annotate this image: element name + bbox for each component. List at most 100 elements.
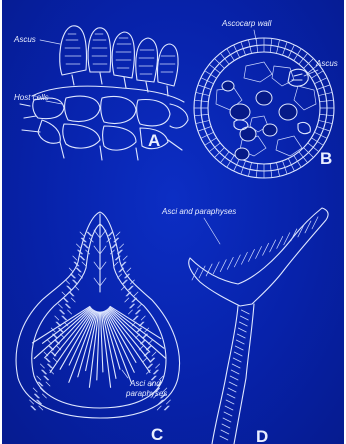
ascus-strand [86,312,98,371]
panel-letter-c: C [151,425,163,444]
wall-cell-line [308,143,319,152]
stalk-texture-line [226,400,234,404]
ascus-strand [34,308,91,358]
stalk-texture-line [233,358,241,362]
wall-cell-line [71,298,75,302]
stalk-texture-line [231,370,239,374]
wall-cell-line [157,406,161,410]
wall-cell-line [37,376,41,380]
wall-cell-line [138,304,142,308]
stalk-texture-line [228,388,236,392]
wall-cell-line [314,132,327,138]
panel-d-drawing [189,208,328,444]
wall-cell-line [141,316,145,320]
wall-cell-line [68,310,72,314]
label-ascus-b: Ascus [315,59,338,68]
wall-cell-line [128,310,132,314]
wall-cell-line [30,400,34,404]
panel-letter-b: B [320,149,332,168]
wall-cell-line [75,286,79,290]
hymenium-line [248,249,254,261]
stalk-texture-line [241,310,249,314]
hymenium-line [263,243,269,255]
wall-cell-line [227,155,234,167]
label-asci-and-c2: paraphyses [125,389,167,398]
hymenium-line [220,260,226,272]
wall-cell-line [314,78,327,84]
wall-cell-line [125,298,129,302]
wall-cell-line [156,364,160,368]
stalk-texture-line [232,364,240,368]
stalk-texture-line [220,436,228,440]
hymenium-line [312,217,318,229]
stalk-texture-line [238,328,246,332]
wall-cell-line [53,358,57,362]
wall-cell-line [220,53,229,64]
hymenium-line [234,255,240,267]
wall-cell-line [311,138,323,145]
wall-cell-line [209,143,220,152]
stalk-texture-line [230,376,238,380]
wall-cell-line [39,406,43,410]
wall-cell-line [299,53,308,64]
wall-cell-line [46,382,50,386]
wall-cell-line [69,268,73,272]
stalk-texture-line [227,394,235,398]
wall-cell-line [166,400,170,404]
wall-cell-line [205,71,217,78]
wall-cell-line [127,268,131,272]
wall-cell-line [120,244,124,248]
wall-cell-line [58,304,62,308]
stalk-texture-line [234,352,242,356]
panel-letter-d: D [256,427,268,444]
hymenium-line [291,229,297,241]
stalk-texture-line [240,316,248,320]
wall-cell-line [234,158,240,171]
wall-cell-line [294,49,301,61]
wall-cell-line [121,286,125,290]
stalk-texture-line [224,412,232,416]
stalk-texture-line [236,340,244,344]
ascus-strand [102,312,116,379]
hymenium-line [241,252,247,264]
wall-cell-line [143,358,147,362]
wall-cell-line [40,364,44,368]
wall-cell-line [118,274,122,278]
stalk-texture-line [223,418,231,422]
wall-cell-line [62,292,66,296]
wall-cell-line [234,45,240,58]
stalk-texture-line [229,382,237,386]
wall-cell-line [299,152,308,163]
stalk-texture-line [237,334,245,338]
wall-cell-line [76,244,80,248]
wall-cell-line [116,232,120,236]
ascus-strand [109,308,166,358]
wall-cell-line [220,152,229,163]
label-host-cells: Host cells [14,93,49,102]
wall-cell-line [73,256,77,260]
hymenium-line [213,262,219,274]
wall-cell-line [201,132,214,138]
hymenium-line [277,236,283,248]
wall-cell-line [152,352,156,356]
label-asci-paraphyses-d: Asci and paraphyses [161,207,236,216]
wall-cell-line [294,155,301,167]
wall-cell-line [288,158,294,171]
label-asci-and-c1: Asci and [129,379,161,388]
wall-cell-line [80,232,84,236]
wall-cell-line [42,394,46,398]
wall-cell-line [114,262,118,266]
wall-cell-line [66,280,70,284]
wall-cell-line [201,78,214,84]
panel-b-drawing [194,38,334,178]
wall-cell-line [78,274,82,278]
stalk-texture-line [235,346,243,350]
hymenium-line [227,257,233,269]
wall-cell-line [288,45,294,58]
stalk-texture-line [225,406,233,410]
hymenium-line [270,240,276,252]
label-ascus-a: Ascus [13,35,36,44]
panel-letter-a: A [148,131,160,150]
